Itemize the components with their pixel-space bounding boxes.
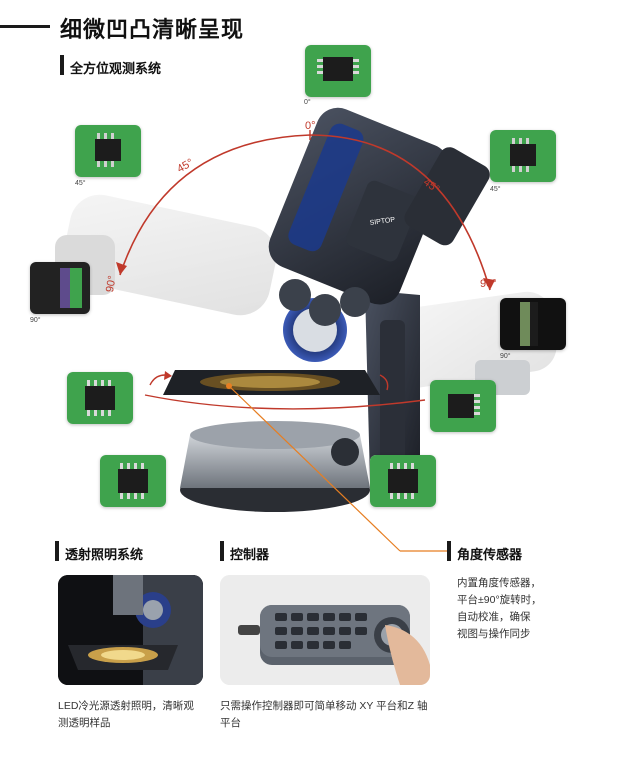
section-bar xyxy=(447,541,451,561)
arc-label-0: 0° xyxy=(305,120,316,132)
angle-sensor-desc-line: 自动校准，确保 xyxy=(457,611,531,623)
controller-desc-line1: 只需操作控制器即可简单移动 XY 平台和Z 轴 xyxy=(220,700,428,712)
thumb-caption-top: 0° xyxy=(304,99,311,106)
pcb-thumb-right-45 xyxy=(490,130,556,182)
pcb-thumb-left-90 xyxy=(30,262,90,314)
transmitted-desc-line2: 测透明样品 xyxy=(58,717,111,729)
section-bar xyxy=(55,541,59,561)
pcb-chip-image xyxy=(75,125,141,177)
stage-rotation-arc xyxy=(144,394,426,410)
brand-logo: SIPTOP xyxy=(369,216,396,227)
pcb-chip-image xyxy=(30,262,90,314)
pcb-thumb-right-90 xyxy=(500,298,566,350)
pcb-chip-image xyxy=(100,455,166,507)
pcb-thumb-stage-right xyxy=(430,380,496,432)
pcb-chip-image xyxy=(430,380,496,432)
pcb-thumb-bottom-left xyxy=(100,455,166,507)
pcb-thumb-left-45 xyxy=(75,125,141,177)
pcb-chip-image xyxy=(490,130,556,182)
arc-label-right-90: 90° xyxy=(480,278,497,290)
pcb-chip-image xyxy=(370,455,436,507)
pcb-chip-image xyxy=(500,298,566,350)
angle-sensor-desc-line: 平台±90°旋转时， xyxy=(457,594,542,606)
angle-sensor-desc-line: 视图与操作同步 xyxy=(457,628,531,640)
controller-image xyxy=(220,575,430,685)
pcb-thumb-top xyxy=(305,45,371,97)
microscope-illustration: SIPTOP xyxy=(55,107,557,512)
section-title-controller: 控制器 xyxy=(230,547,270,562)
transmitted-desc: LED冷光源透射照明，清晰观 测透明样品 xyxy=(58,698,208,732)
pcb-thumb-stage-left xyxy=(67,372,133,424)
section-bar xyxy=(60,55,64,75)
title-rule xyxy=(0,25,50,28)
section-bar xyxy=(220,541,224,561)
page-title: 细微凹凸清晰呈现 xyxy=(60,17,245,42)
angle-sensor-desc: 内置角度传感器， 平台±90°旋转时， 自动校准，确保 视图与操作同步 xyxy=(457,575,597,643)
controller-desc-line2: 平台 xyxy=(220,717,241,729)
pcb-thumb-bottom-right xyxy=(370,455,436,507)
transmitted-light-image xyxy=(58,575,203,685)
controller-illustration xyxy=(220,575,430,685)
section-title-angle-sensor: 角度传感器 xyxy=(457,547,523,562)
thumb-caption-right-45: 45° xyxy=(490,186,501,193)
pcb-chip-image xyxy=(305,45,371,97)
angle-sensor-desc-line: 内置角度传感器， xyxy=(457,577,541,589)
pcb-chip-image xyxy=(67,372,133,424)
section-title-all-angle: 全方位观测系统 xyxy=(70,61,162,76)
thumb-caption-left-90: 90° xyxy=(30,317,41,324)
main-head xyxy=(268,107,449,305)
microscope-hero: SIPTOP 0° 45° 45° 90° 90° xyxy=(25,40,600,540)
thumb-caption-right-90: 90° xyxy=(500,353,511,360)
transmitted-desc-line1: LED冷光源透射照明，清晰观 xyxy=(58,700,194,712)
transmitted-light-illustration xyxy=(58,575,203,685)
thumb-caption-left-45: 45° xyxy=(75,180,86,187)
controller-desc: 只需操作控制器即可简单移动 XY 平台和Z 轴 平台 xyxy=(220,698,440,732)
section-title-transmitted: 透射照明系统 xyxy=(65,547,144,562)
base xyxy=(180,435,370,488)
